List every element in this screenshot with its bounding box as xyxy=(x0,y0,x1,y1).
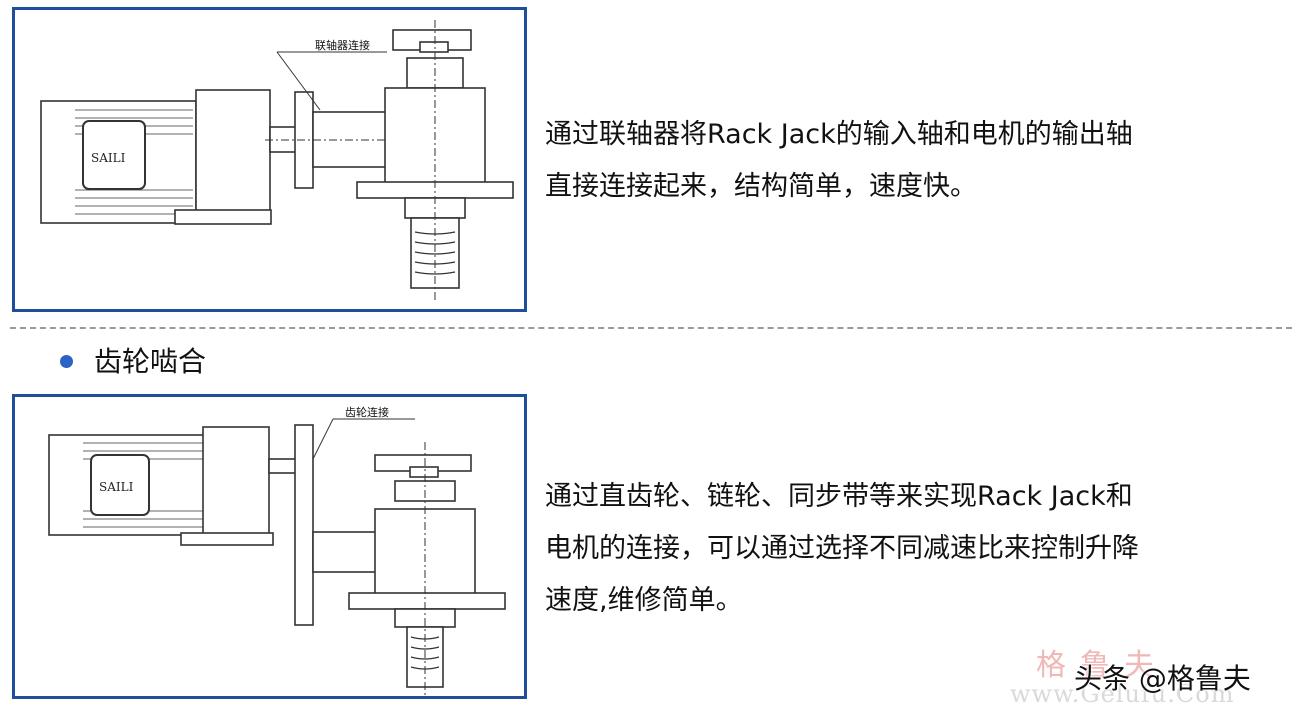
section-heading: 齿轮啮合 xyxy=(94,345,207,378)
description-line: 通过直齿轮、链轮、同步带等来实现Rack Jack和 xyxy=(545,481,1133,512)
coupling-diagram: SAILI 联轴器连接 xyxy=(40,20,514,300)
gear-diagram-figure: SAILI 齿轮连接 xyxy=(12,394,527,699)
motor-brand-label: SAILI xyxy=(99,480,134,494)
coupling-callout-label: 联轴器连接 xyxy=(315,38,370,52)
gear-description: 通过直齿轮、链轮、同步带等来实现Rack Jack和 电机的连接，可以通过选择不… xyxy=(545,471,1139,627)
description-line: 速度,维修简单。 xyxy=(545,585,743,616)
coupling-description: 通过联轴器将Rack Jack的输入轴和电机的输出轴 直接连接起来，结构简单，速… xyxy=(545,109,1133,213)
watermark-site: www.Gelufu.Com xyxy=(1010,680,1235,708)
bullet-icon xyxy=(60,355,73,368)
gear-diagram: SAILI 齿轮连接 xyxy=(48,405,506,695)
watermark-brand: 格鲁夫 xyxy=(1036,648,1168,683)
description-line: 电机的连接，可以通过选择不同减速比来控制升降 xyxy=(545,533,1139,564)
motor-brand-label: SAILI xyxy=(91,151,126,165)
section-divider xyxy=(10,327,1292,329)
gear-callout-label: 齿轮连接 xyxy=(345,405,389,419)
coupling-diagram-figure: SAILI 联轴器连接 xyxy=(12,7,527,312)
description-line: 直接连接起来，结构简单，速度快。 xyxy=(545,171,977,202)
description-line: 通过联轴器将Rack Jack的输入轴和电机的输出轴 xyxy=(545,119,1133,150)
attribution-label: 头条 @格鲁夫 xyxy=(1074,662,1251,695)
